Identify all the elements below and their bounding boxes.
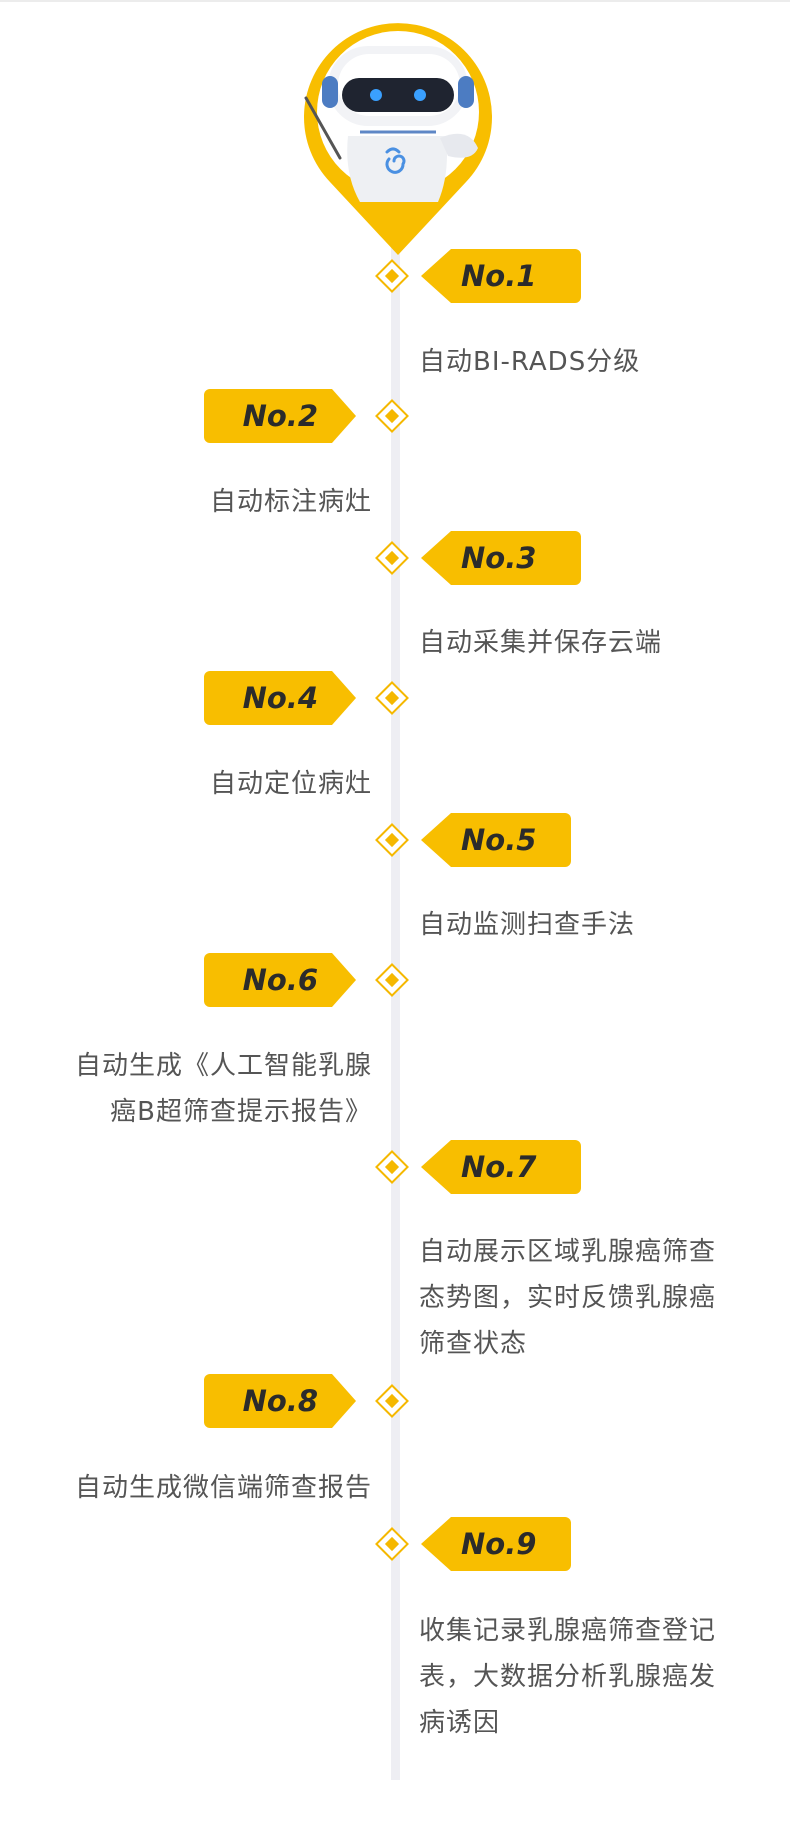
step-number-tag-4: No.4 xyxy=(204,671,356,725)
step-description-1: 自动BI-RADS分级 xyxy=(419,347,641,377)
step-description-6: 自动生成《人工智能乳腺 癌B超筛查提示报告》 xyxy=(12,1043,372,1135)
step-number-tag-5: No.5 xyxy=(421,813,571,867)
step-description-9-line-3: 病诱因 xyxy=(419,1708,501,1738)
timeline-node-3 xyxy=(375,541,409,575)
step-number-tag-9: No.9 xyxy=(421,1517,571,1571)
step-description-4: 自动定位病灶 xyxy=(209,769,372,799)
step-number-tag-2: No.2 xyxy=(204,389,356,443)
step-number-tag-7: No.7 xyxy=(421,1140,581,1194)
top-divider xyxy=(0,0,790,2)
step-number-tag-1: No.1 xyxy=(421,249,581,303)
timeline-node-8 xyxy=(375,1384,409,1418)
step-description-7-line-1: 自动展示区域乳腺癌筛查 xyxy=(419,1237,717,1267)
step-description-5: 自动监测扫查手法 xyxy=(419,910,636,940)
swirl-logo-icon xyxy=(385,147,406,174)
timeline-node-1 xyxy=(375,259,409,293)
step-description-6-line-1: 自动生成《人工智能乳腺 xyxy=(74,1051,372,1081)
timeline-node-5 xyxy=(375,823,409,857)
step-number-tag-6: No.6 xyxy=(204,953,356,1007)
timeline-node-4 xyxy=(375,681,409,715)
robot-icon xyxy=(304,23,492,255)
timeline-node-7 xyxy=(375,1150,409,1184)
timeline-line xyxy=(391,220,400,1780)
step-number-tag-8: No.8 xyxy=(204,1374,356,1428)
step-description-7-line-3: 筛查状态 xyxy=(419,1329,528,1359)
step-description-9: 收集记录乳腺癌筛查登记 表，大数据分析乳腺癌发 病诱因 xyxy=(419,1608,769,1746)
step-description-2: 自动标注病灶 xyxy=(209,487,372,517)
timeline-node-6 xyxy=(375,963,409,997)
step-description-9-line-1: 收集记录乳腺癌筛查登记 xyxy=(419,1616,717,1646)
step-description-7: 自动展示区域乳腺癌筛查 态势图，实时反馈乳腺癌 筛查状态 xyxy=(419,1229,769,1367)
step-description-9-line-2: 表，大数据分析乳腺癌发 xyxy=(419,1662,717,1692)
step-number-tag-3: No.3 xyxy=(421,531,581,585)
step-description-8: 自动生成微信端筛查报告 xyxy=(74,1473,372,1503)
timeline-node-2 xyxy=(375,399,409,433)
step-description-7-line-2: 态势图，实时反馈乳腺癌 xyxy=(419,1283,717,1313)
step-description-3: 自动采集并保存云端 xyxy=(419,628,663,658)
robot-badge xyxy=(304,23,492,255)
step-description-6-line-2: 癌B超筛查提示报告》 xyxy=(110,1097,372,1127)
timeline-node-9 xyxy=(375,1527,409,1561)
